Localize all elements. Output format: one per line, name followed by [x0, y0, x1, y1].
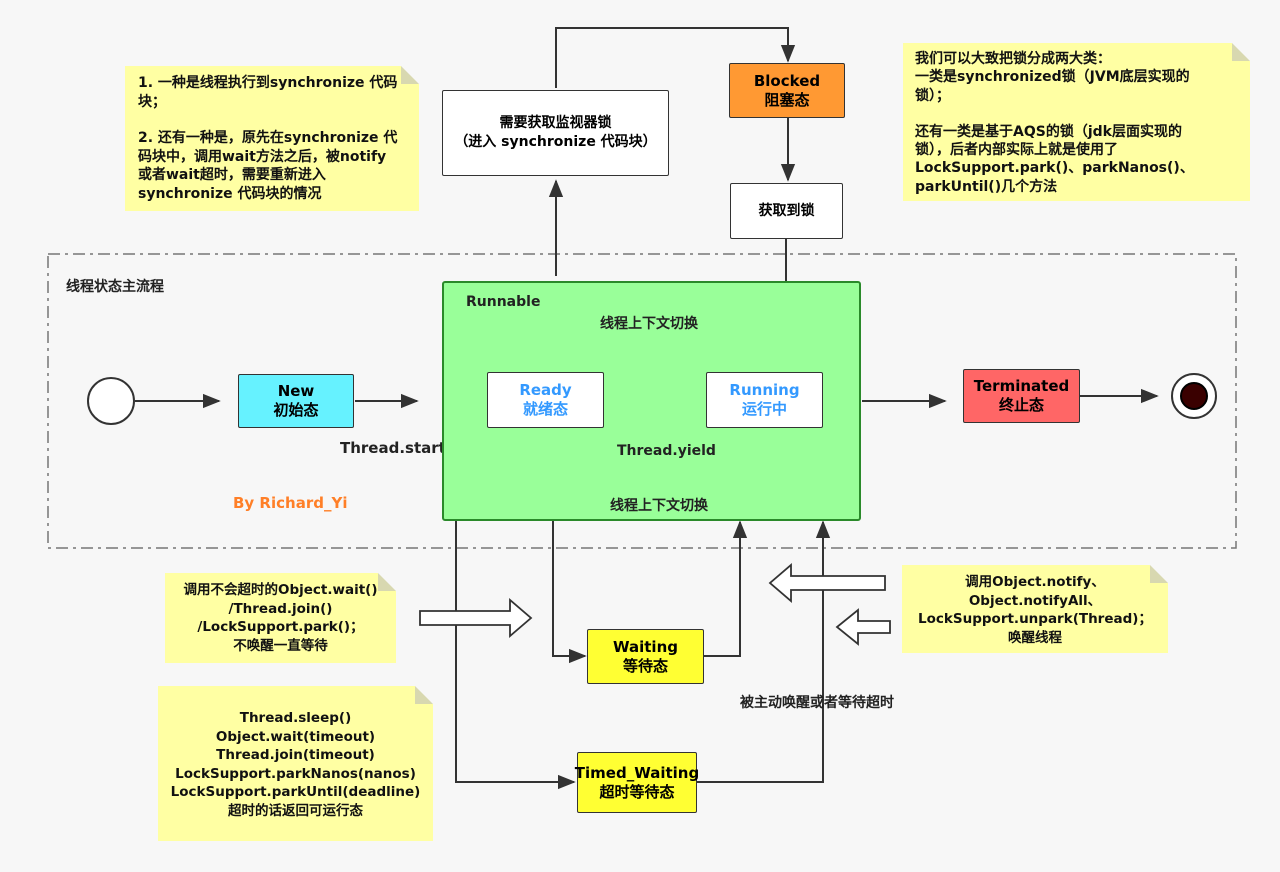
note-sync-line: 块；: [138, 93, 166, 110]
note-locks-line: parkUntil()几个方法: [915, 178, 1058, 195]
note-locks-line: LockSupport.park()、parkNanos()、: [915, 160, 1194, 177]
state-running: Running 运行中: [706, 372, 823, 428]
note-locks-line: 锁）；: [915, 87, 950, 104]
note-locks-line: 锁），后者内部实际上就是使用了: [915, 142, 1118, 159]
arrow-acquire-blocked: [555, 27, 796, 88]
hollow-arrow-into-waiting: [419, 598, 533, 638]
note-sync-line: 码块中，调用wait方法之后，被notify: [138, 148, 387, 165]
state-timed-waiting: Timed_Waiting 超时等待态: [574, 752, 700, 813]
main-flow-frame: [47, 253, 1237, 549]
state-timed-waiting-en: Timed_Waiting: [574, 763, 700, 782]
state-running-zh: 运行中: [741, 400, 787, 418]
hollow-arrow-wakeup-2: [835, 608, 891, 646]
state-ready-zh: 就绪态: [522, 400, 568, 418]
runnable-title: Runnable: [466, 294, 541, 310]
state-new: New 初始态: [238, 374, 354, 428]
arrow-runnable-waiting: [552, 521, 587, 664]
state-timed-waiting-zh: 超时等待态: [599, 782, 675, 801]
acquire-monitor-line1: 需要获取监视器锁: [499, 115, 612, 131]
state-blocked-en: Blocked: [753, 71, 821, 90]
note-wait-line: /Thread.join(): [228, 600, 333, 617]
note-wait-line: 调用不会超时的Object.wait(): [183, 582, 378, 598]
state-ready: Ready 就绪态: [487, 372, 604, 428]
arrow-timed-runnable: [697, 520, 831, 783]
got-lock-box: 获取到锁: [730, 183, 843, 239]
state-terminated: Terminated 终止态: [963, 369, 1080, 423]
note-sync-line: 1. 一种是线程执行到synchronize 代码: [138, 75, 398, 91]
note-notify-line: 唤醒线程: [1008, 629, 1062, 646]
note-timed-line: Thread.join(timeout): [216, 747, 375, 763]
arrow-waiting-runnable: [704, 520, 748, 657]
note-timed-line: LockSupport.parkNanos(nanos): [175, 765, 416, 782]
yield-label: Thread.yield: [617, 443, 716, 459]
context-switch-top-label: 线程上下文切换: [600, 316, 698, 332]
start-node: [87, 377, 135, 425]
state-new-en: New: [277, 382, 315, 400]
note-notify: 调用Object.notify、 Object.notifyAll、 LockS…: [902, 565, 1168, 653]
note-sync-line: 2. 还有一种是，原先在synchronize 代: [138, 130, 398, 146]
note-wait-line: /LockSupport.park()；: [197, 619, 364, 635]
note-timed-line: LockSupport.parkUntil(deadline): [170, 784, 421, 800]
note-timed: Thread.sleep() Object.wait(timeout) Thre…: [158, 686, 433, 841]
state-waiting-en: Waiting: [612, 637, 678, 656]
note-locks: 我们可以大致把锁分成两大类： 一类是synchronized锁（JVM底层实现的…: [903, 43, 1250, 201]
state-running-en: Running: [729, 381, 800, 399]
note-timed-line: Thread.sleep(): [239, 710, 352, 726]
note-notify-line: 调用Object.notify、: [965, 574, 1105, 590]
state-new-zh: 初始态: [273, 401, 319, 419]
note-locks-line: [915, 105, 1240, 123]
main-flow-title: 线程状态主流程: [66, 279, 164, 295]
note-locks-line: 我们可以大致把锁分成两大类：: [915, 51, 1111, 67]
note-timed-line: 超时的话返回可运行态: [228, 802, 363, 819]
state-terminated-en: Terminated: [973, 377, 1070, 395]
note-timed-line: Object.wait(timeout): [215, 728, 376, 745]
state-blocked-zh: 阻塞态: [764, 90, 810, 109]
note-sync-line: [138, 111, 409, 129]
note-locks-line: 一类是synchronized锁（JVM底层实现的: [915, 69, 1190, 86]
note-wait-line: 不唤醒一直等待: [233, 637, 328, 654]
state-terminated-zh: 终止态: [998, 396, 1044, 414]
arrow-runnable-timed: [455, 521, 576, 790]
state-waiting: Waiting 等待态: [587, 629, 704, 684]
state-waiting-zh: 等待态: [622, 656, 668, 675]
note-sync-line: synchronize 代码块的情况: [138, 185, 322, 202]
hollow-arrow-wakeup-1: [768, 563, 886, 603]
note-notify-line: Object.notifyAll、: [968, 592, 1102, 609]
note-locks-line: 还有一类是基于AQS的锁（jdk层面实现的: [915, 123, 1182, 140]
thread-start-label: Thread.start: [340, 439, 446, 457]
context-switch-bottom-label: 线程上下文切换: [610, 498, 708, 514]
note-sync: 1. 一种是线程执行到synchronize 代码 块； 2. 还有一种是，原先…: [125, 66, 419, 211]
state-blocked: Blocked 阻塞态: [729, 63, 845, 118]
note-wait-no-timeout: 调用不会超时的Object.wait() /Thread.join() /Loc…: [165, 573, 396, 663]
note-notify-line: LockSupport.unpark(Thread)；: [918, 611, 1152, 627]
state-ready-en: Ready: [519, 381, 572, 399]
acquire-monitor-line2: （进入 synchronize 代码块）: [454, 134, 657, 150]
end-node-inner: [1180, 382, 1208, 410]
acquire-monitor-box: 需要获取监视器锁 （进入 synchronize 代码块）: [442, 90, 669, 176]
author-credit: By Richard_Yi: [233, 494, 348, 512]
got-lock-label: 获取到锁: [758, 202, 815, 219]
note-sync-line: 或者wait超时，需要重新进入: [138, 167, 326, 183]
wakeup-timeout-label: 被主动唤醒或者等待超时: [740, 695, 894, 711]
